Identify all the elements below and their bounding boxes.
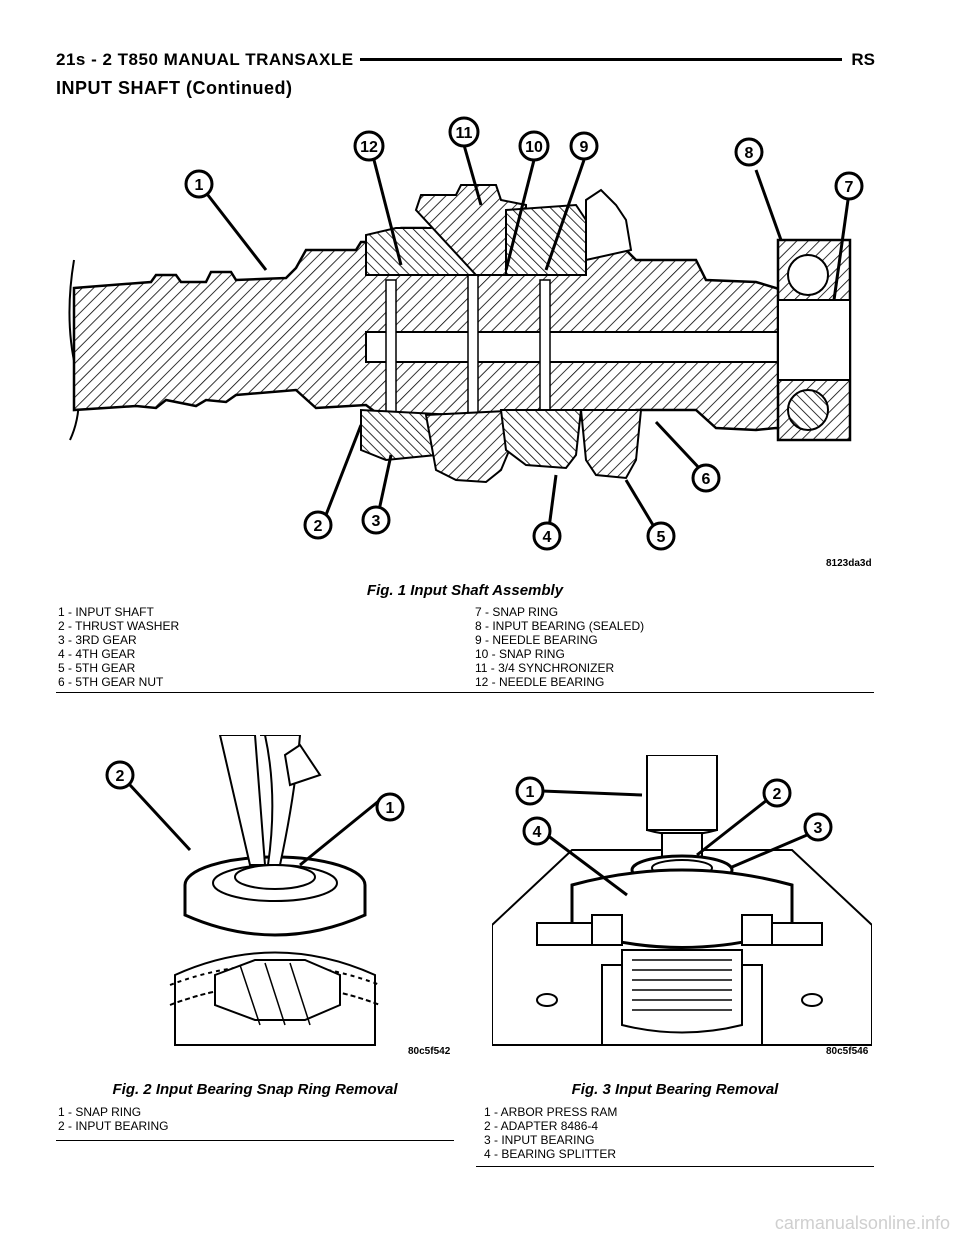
figure3-code: 80c5f546 [826, 1046, 869, 1057]
legend-item: 12 - NEEDLE BEARING [475, 675, 605, 689]
legend-item: 4 - BEARING SPLITTER [484, 1147, 617, 1161]
legend-item: 10 - SNAP RING [475, 647, 565, 661]
legend-item: 2 - INPUT BEARING [58, 1119, 169, 1133]
fig2-callout-2: 2 [116, 768, 125, 785]
figure1-rule [56, 692, 874, 693]
fig1-callout-11: 11 [456, 125, 473, 142]
fig1-callout-5: 5 [657, 529, 666, 546]
fig1-callout-6: 6 [702, 471, 711, 488]
figure1-code: 8123da3d [826, 558, 872, 569]
fig2-callout-1: 1 [386, 800, 395, 817]
fig1-callout-1: 1 [195, 177, 204, 194]
fig1-callout-3: 3 [372, 513, 381, 530]
watermark-footer: carmanualsonline.info [774, 1213, 950, 1233]
legend-item: 4 - 4TH GEAR [58, 647, 136, 661]
figure2-legend: 1 - SNAP RING 2 - INPUT BEARING [58, 1105, 168, 1133]
figure3-caption: Fig. 3 Input Bearing Removal [571, 1081, 779, 1098]
input-bearing-removal-drawing: 1 2 3 4 [492, 755, 872, 1046]
legend-item: 2 - ADAPTER 8486-4 [484, 1119, 599, 1133]
snap-ring-removal-drawing: 1 2 [105, 735, 405, 1046]
figure3-rule [476, 1166, 874, 1167]
fig1-callout-12: 12 [360, 139, 378, 156]
legend-item: 2 - THRUST WASHER [58, 619, 180, 633]
fig1-callout-2: 2 [314, 518, 323, 535]
legend-item: 1 - INPUT SHAFT [58, 605, 154, 619]
legend-item: 3 - INPUT BEARING [484, 1133, 595, 1147]
legend-item: 7 - SNAP RING [475, 605, 559, 619]
header-rule [360, 58, 842, 61]
fig3-callout-1: 1 [526, 784, 535, 801]
page-header-right: RS [851, 50, 875, 69]
figure1-legend-right: 7 - SNAP RING 8 - INPUT BEARING (SEALED)… [475, 605, 644, 689]
fig3-callout-3: 3 [814, 820, 823, 837]
fig1-callout-9: 9 [580, 139, 589, 156]
fig1-callout-10: 10 [525, 139, 543, 156]
fig1-callout-4: 4 [543, 529, 552, 546]
legend-item: 3 - 3RD GEAR [58, 633, 137, 647]
figure1-legend-left: 1 - INPUT SHAFT 2 - THRUST WASHER 3 - 3R… [58, 605, 179, 689]
section-title: INPUT SHAFT (Continued) [56, 78, 293, 98]
legend-item: 5 - 5TH GEAR [58, 661, 136, 675]
fig1-callout-7: 7 [845, 179, 854, 196]
fig3-callout-4: 4 [533, 824, 542, 841]
figure2-rule [56, 1140, 454, 1141]
legend-item: 8 - INPUT BEARING (SEALED) [475, 619, 645, 633]
legend-item: 1 - ARBOR PRESS RAM [484, 1105, 618, 1119]
legend-item: 9 - NEEDLE BEARING [475, 633, 598, 647]
fig3-callout-2: 2 [773, 786, 782, 803]
legend-item: 1 - SNAP RING [58, 1105, 142, 1119]
input-shaft-assembly-drawing: 1 2 3 4 5 6 7 8 9 10 11 12 [68, 116, 864, 551]
figure2-caption: Fig. 2 Input Bearing Snap Ring Removal [112, 1081, 398, 1098]
legend-item: 6 - 5TH GEAR NUT [58, 675, 164, 689]
figure2-code: 80c5f542 [408, 1046, 451, 1057]
legend-item: 11 - 3/4 SYNCHRONIZER [475, 661, 615, 675]
fig1-callout-8: 8 [745, 145, 754, 162]
figure1-caption: Fig. 1 Input Shaft Assembly [366, 582, 564, 599]
figure3-legend: 1 - ARBOR PRESS RAM 2 - ADAPTER 8486-4 3… [484, 1105, 617, 1161]
page-header-left: 21s - 2 T850 MANUAL TRANSAXLE [56, 50, 354, 69]
